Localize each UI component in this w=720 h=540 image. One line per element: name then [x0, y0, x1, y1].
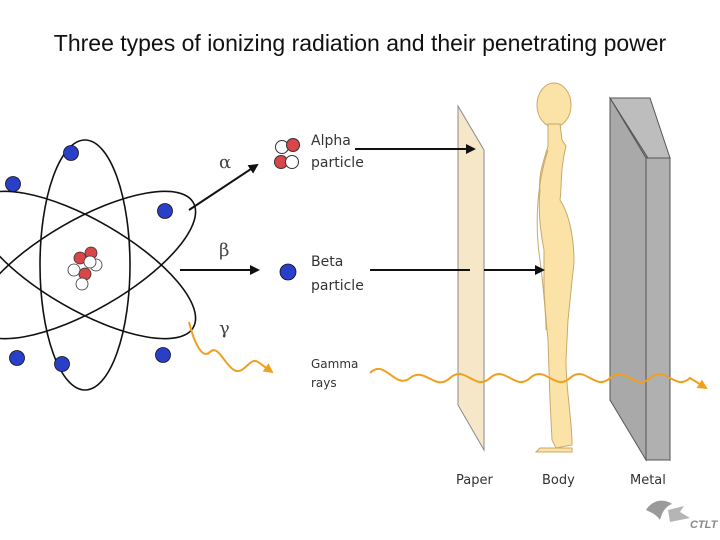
gamma-path-wave — [369, 367, 708, 390]
beta-label-line1: Beta — [311, 254, 343, 270]
logo-text: CTLT — [690, 519, 719, 531]
atom — [0, 139, 197, 391]
electron — [157, 203, 173, 219]
alpha-label-line2: particle — [311, 155, 364, 171]
gamma-symbol: γ — [219, 318, 230, 339]
electron — [5, 176, 21, 192]
beta-symbol: β — [219, 240, 229, 261]
beta-particle — [279, 263, 297, 281]
body-label: Body — [542, 473, 575, 488]
electron — [54, 356, 70, 372]
orbit-3 — [0, 190, 197, 340]
paper-label: Paper — [456, 473, 493, 488]
neutron — [75, 277, 89, 291]
neutron — [67, 263, 81, 277]
alpha-label-line1: Alpha — [311, 133, 351, 149]
electron — [63, 145, 79, 161]
metal-barrier — [609, 96, 671, 462]
orbit-2 — [0, 190, 197, 340]
metal-label: Metal — [630, 473, 666, 488]
slide-title: Three types of ionizing radiation and th… — [53, 30, 667, 56]
beta-label-line2: particle — [311, 278, 364, 294]
paper-barrier — [457, 104, 485, 452]
alpha-emission-arrow — [188, 163, 259, 211]
electron — [155, 347, 171, 363]
orbit-1 — [39, 139, 131, 391]
gamma-label-line1: Gamma — [311, 357, 358, 371]
nucleus — [67, 246, 103, 291]
electron — [9, 350, 25, 366]
alpha-symbol: α — [219, 152, 231, 173]
gamma-emission-wave — [188, 321, 274, 374]
alpha-particle — [274, 138, 300, 169]
gamma-label-line2: rays — [311, 376, 337, 390]
ctlt-logo: CTLT — [646, 500, 719, 531]
body-barrier — [534, 82, 575, 453]
neutron — [83, 255, 97, 269]
